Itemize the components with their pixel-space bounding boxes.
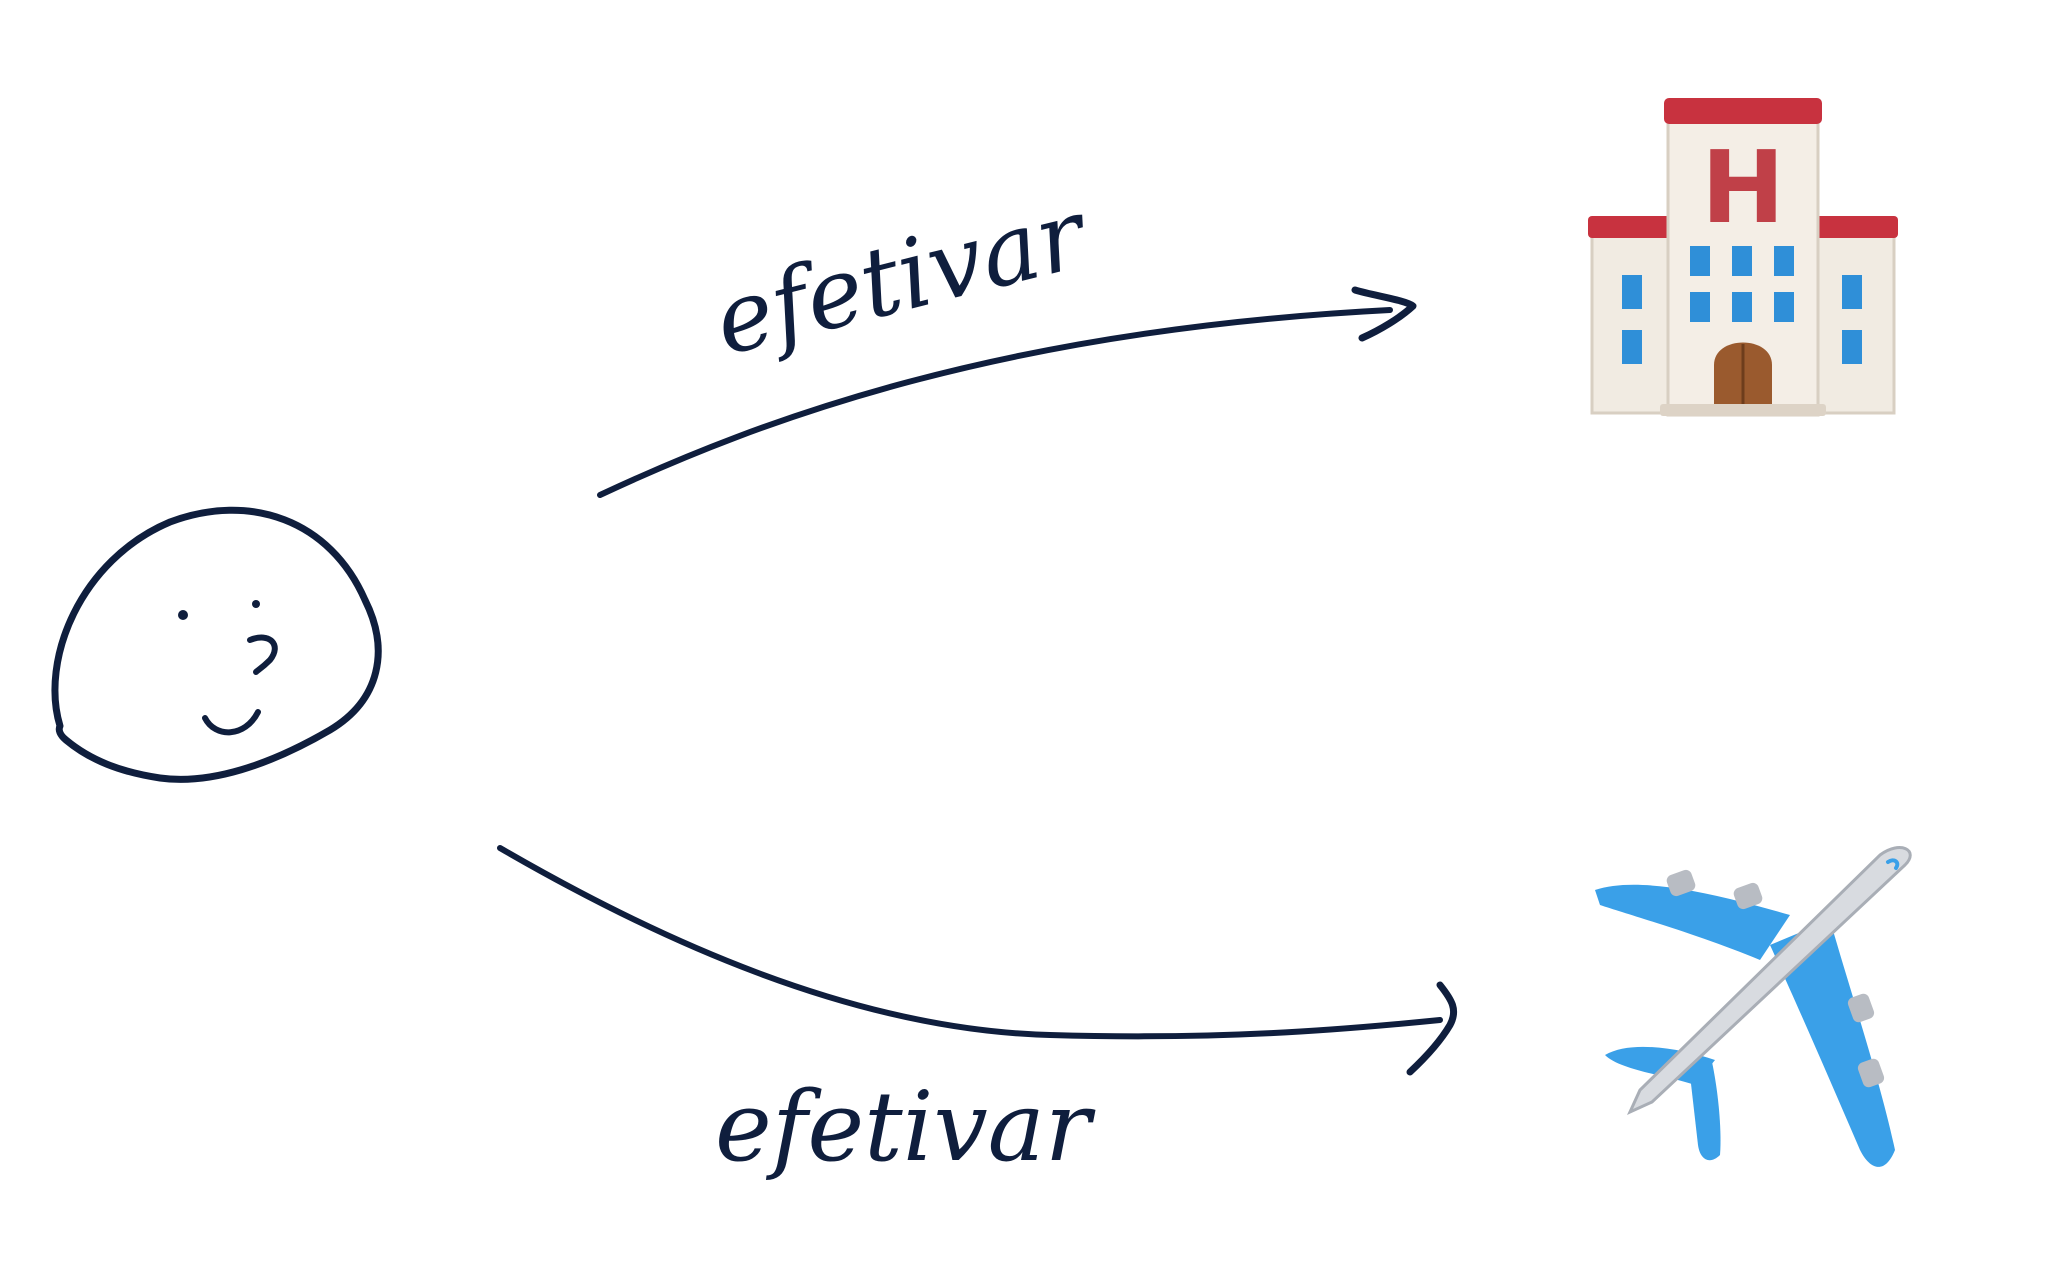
face-nose [247, 634, 278, 675]
edge-efetivar-hotel: efetivar [597, 176, 1417, 498]
face-left-eye [178, 610, 188, 620]
edge-efetivar-airplane: efetivar [497, 845, 1458, 1183]
airplane-cockpit [1886, 858, 1900, 870]
hotel-tower-roof [1664, 98, 1822, 124]
hotel-wing-windows [1622, 275, 1862, 364]
arrow-line-upper [597, 307, 1393, 498]
airplane-tail-right [1690, 1062, 1721, 1161]
arrow-head-upper [1351, 286, 1417, 342]
face-smile [202, 709, 261, 736]
arrow-head-lower [1406, 981, 1458, 1076]
hotel-left-roof [1588, 216, 1678, 238]
edge-label-lower: efetivar [715, 1071, 1096, 1183]
arrow-line-lower [497, 845, 1443, 1040]
hotel-base [1660, 404, 1826, 416]
smiley-face-icon [51, 506, 382, 783]
hotel-right-roof [1808, 216, 1898, 238]
hotel-tower-windows [1690, 246, 1794, 322]
airplane-icon [1595, 846, 1912, 1167]
hotel-left-wing [1590, 226, 1676, 415]
airplane-right-wing [1770, 920, 1895, 1167]
hotel-building-icon: H [1588, 98, 1898, 417]
airplane-fuselage [1626, 846, 1912, 1116]
face-outline [51, 506, 382, 783]
hotel-sign: H [1701, 129, 1785, 246]
edge-label-upper: efetivar [703, 176, 1100, 377]
hotel-right-wing [1810, 226, 1896, 415]
face-right-eye [252, 600, 260, 608]
airplane-engines [1666, 869, 1885, 1088]
